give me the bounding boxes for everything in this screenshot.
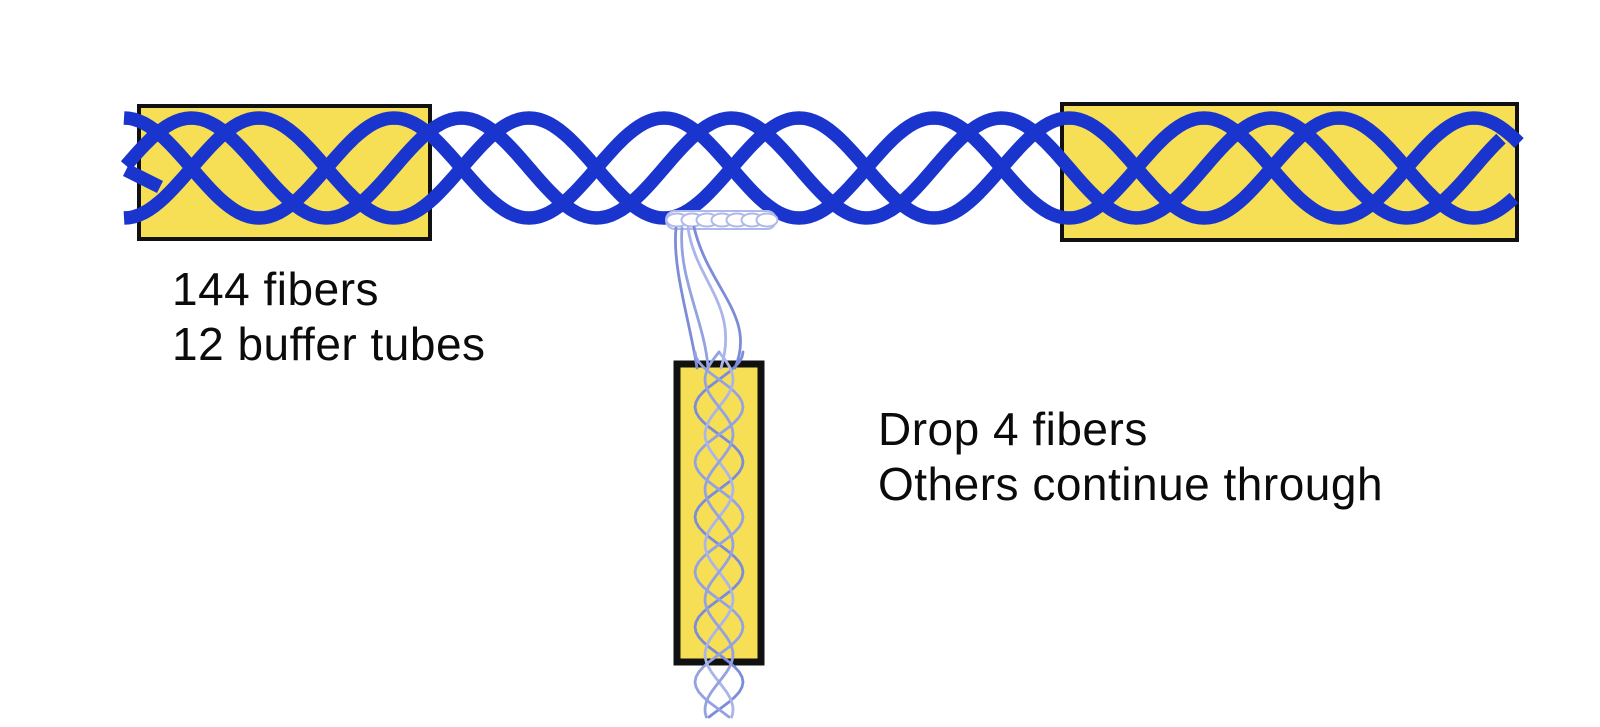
main-cable-braid bbox=[120, 111, 1524, 225]
trunk-cable-label-line2: 12 buffer tubes bbox=[172, 318, 486, 370]
drop-fiber-twist-4 bbox=[703, 350, 735, 719]
trunk-cable-label: 144 fibers 12 buffer tubes bbox=[172, 262, 486, 372]
drop-label-line1: Drop 4 fibers bbox=[878, 403, 1148, 455]
drop-fibers bbox=[674, 225, 745, 719]
cable-strand-end-detail bbox=[122, 163, 164, 194]
buffer-tube-chain-link bbox=[755, 212, 779, 228]
trunk-cable-label-line1: 144 fibers bbox=[172, 263, 380, 315]
cable-strand-3 bbox=[123, 111, 1519, 225]
drop-fiber-lead-3 bbox=[686, 226, 727, 370]
cable-strand-1 bbox=[123, 111, 1524, 225]
drop-label-line2: Others continue through bbox=[878, 458, 1384, 510]
drop-label: Drop 4 fibers Others continue through bbox=[878, 402, 1383, 512]
drop-tube-jacket bbox=[673, 360, 765, 666]
drop-fiber-lead-4 bbox=[692, 225, 742, 370]
drop-fiber-twist-3 bbox=[703, 350, 735, 719]
drop-fiber-lead-2 bbox=[680, 226, 710, 370]
exposed-buffer-tube-section bbox=[665, 210, 779, 230]
